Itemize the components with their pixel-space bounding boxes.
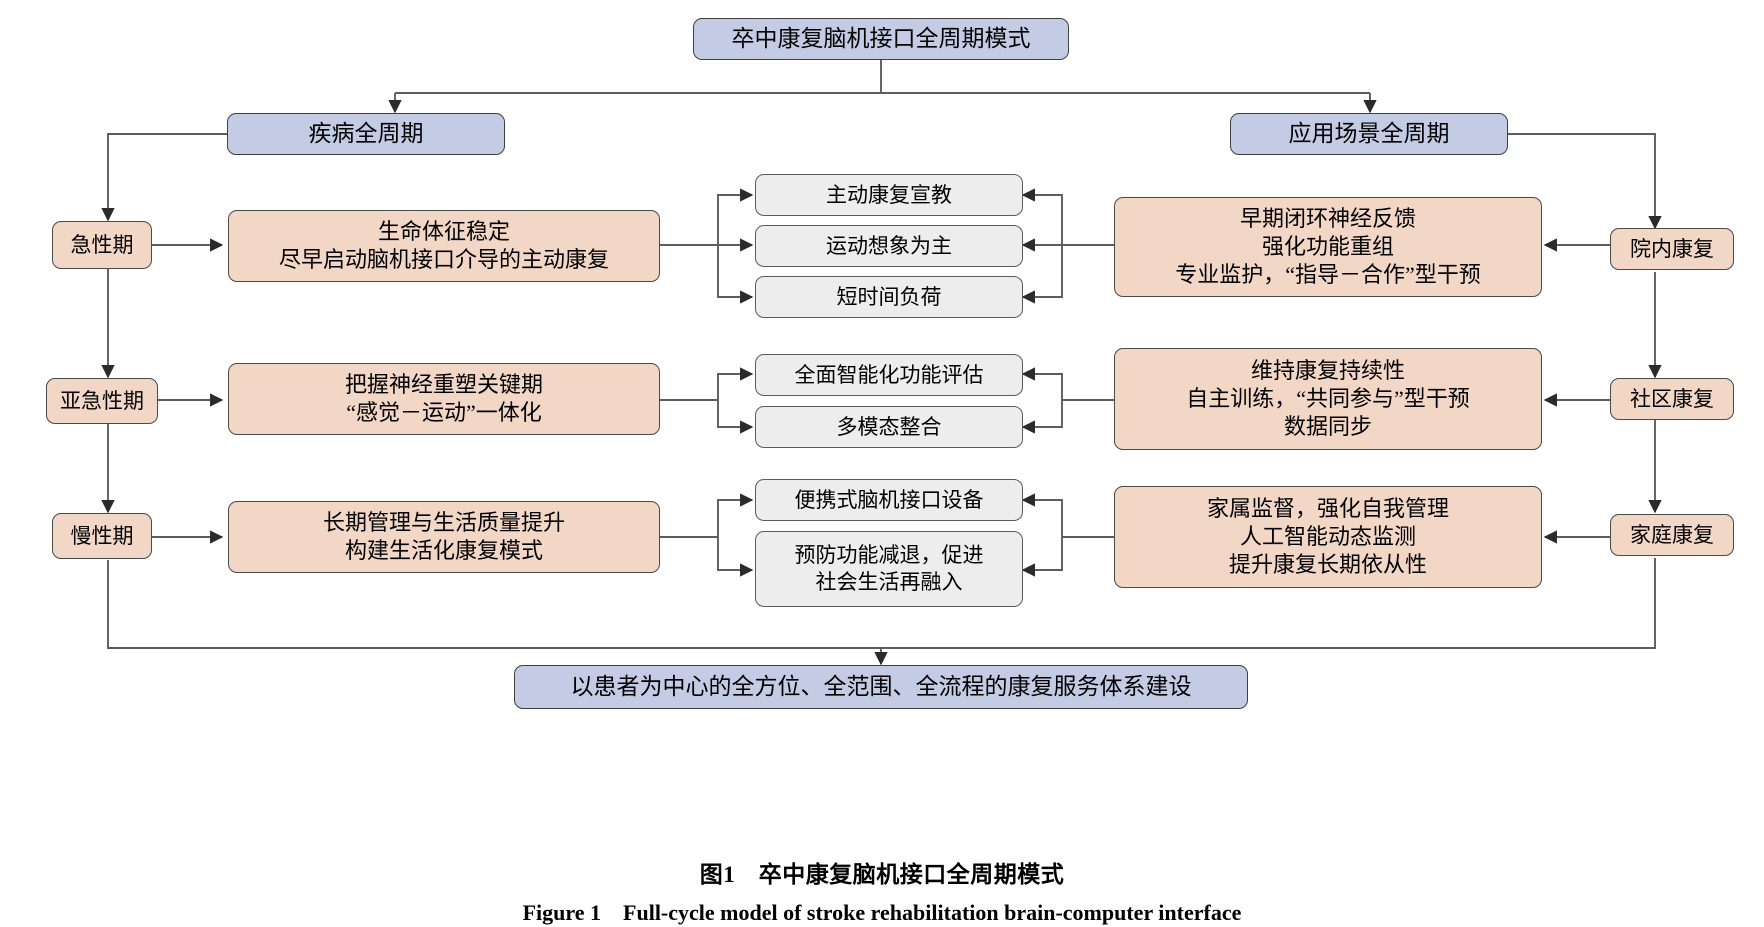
scenario-node-chronic[interactable]: 家属监督，强化自我管理 人工智能动态监测 提升康复长期依从性 (1114, 486, 1542, 588)
task-node-acute-3[interactable]: 短时间负荷 (755, 276, 1023, 318)
strategy-node-subacute[interactable]: 把握神经重塑关键期 “感觉－运动”一体化 (228, 363, 660, 435)
task-node-subacute-1[interactable]: 全面智能化功能评估 (755, 354, 1023, 396)
task-node-chronic-2[interactable]: 预防功能减退，促进 社会生活再融入 (755, 531, 1023, 607)
strategy-node-chronic[interactable]: 长期管理与生活质量提升 构建生活化康复模式 (228, 501, 660, 573)
setting-node-home[interactable]: 家庭康复 (1610, 514, 1734, 556)
figure-caption-en: Figure 1 Full-cycle model of stroke reha… (522, 900, 1242, 925)
task-node-chronic-1[interactable]: 便携式脑机接口设备 (755, 479, 1023, 521)
scenario-node-subacute[interactable]: 维持康复持续性 自主训练，“共同参与”型干预 数据同步 (1114, 348, 1542, 450)
setting-node-community[interactable]: 社区康复 (1610, 378, 1734, 420)
scenario-node-acute[interactable]: 早期闭环神经反馈 强化功能重组 专业监护，“指导－合作”型干预 (1114, 197, 1542, 297)
strategy-node-acute[interactable]: 生命体征稳定 尽早启动脑机接口介导的主动康复 (228, 210, 660, 282)
stage-node-acute[interactable]: 急性期 (52, 221, 152, 269)
figure-caption-cn: 图1 卒中康复脑机接口全周期模式 (699, 862, 1065, 887)
branch-application-scenario-cycle[interactable]: 应用场景全周期 (1230, 113, 1508, 155)
branch-disease-cycle[interactable]: 疾病全周期 (227, 113, 505, 155)
root-node[interactable]: 卒中康复脑机接口全周期模式 (693, 18, 1069, 60)
task-node-acute-1[interactable]: 主动康复宣教 (755, 174, 1023, 216)
footer-node[interactable]: 以患者为中心的全方位、全范围、全流程的康复服务体系建设 (514, 665, 1248, 709)
stage-node-subacute[interactable]: 亚急性期 (46, 378, 158, 424)
stage-node-chronic[interactable]: 慢性期 (52, 513, 152, 559)
setting-node-inpatient[interactable]: 院内康复 (1610, 228, 1734, 270)
task-node-acute-2[interactable]: 运动想象为主 (755, 225, 1023, 267)
task-node-subacute-2[interactable]: 多模态整合 (755, 406, 1023, 448)
